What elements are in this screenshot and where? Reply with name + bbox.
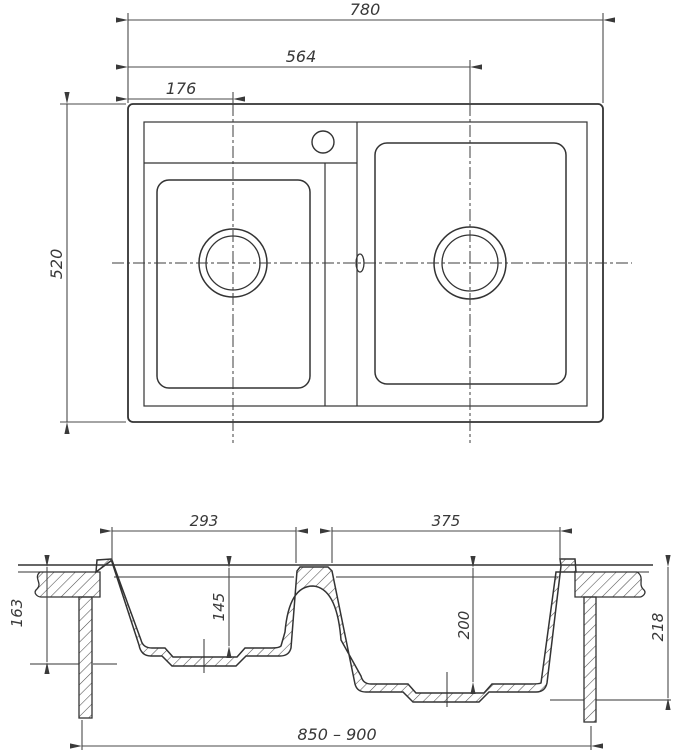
dim-label-145: 145 <box>210 593 228 622</box>
dim-label-176: 176 <box>166 79 197 98</box>
dim-label-520: 520 <box>47 249 66 280</box>
dim-label-780: 780 <box>350 0 381 19</box>
dim-label-163: 163 <box>8 599 26 628</box>
dim-label-200: 200 <box>455 611 473 640</box>
countertop-right <box>574 571 646 598</box>
section-dimension-labels: 293 375 145 200 163 218 850 – 900 <box>8 512 667 744</box>
section-dimensions <box>44 527 671 750</box>
faucet-hole <box>311 130 335 154</box>
top-view-dimensions <box>60 13 615 434</box>
cabinet-panel-right <box>583 596 597 723</box>
top-view-dimension-labels: 780 564 176 520 <box>47 0 380 279</box>
dim-label-293: 293 <box>190 512 219 530</box>
countertop-left <box>34 571 101 598</box>
dim-label-218: 218 <box>649 613 667 642</box>
dim-label-850-900: 850 – 900 <box>297 725 376 744</box>
dim-label-375: 375 <box>432 512 461 530</box>
cabinet-panel-left <box>78 596 93 719</box>
section-view <box>18 558 671 723</box>
centerlines <box>112 104 632 443</box>
dim-label-564: 564 <box>286 47 317 66</box>
sink-inner-rim <box>143 121 588 407</box>
top-view <box>112 103 632 443</box>
sink-shell-section <box>95 558 577 703</box>
